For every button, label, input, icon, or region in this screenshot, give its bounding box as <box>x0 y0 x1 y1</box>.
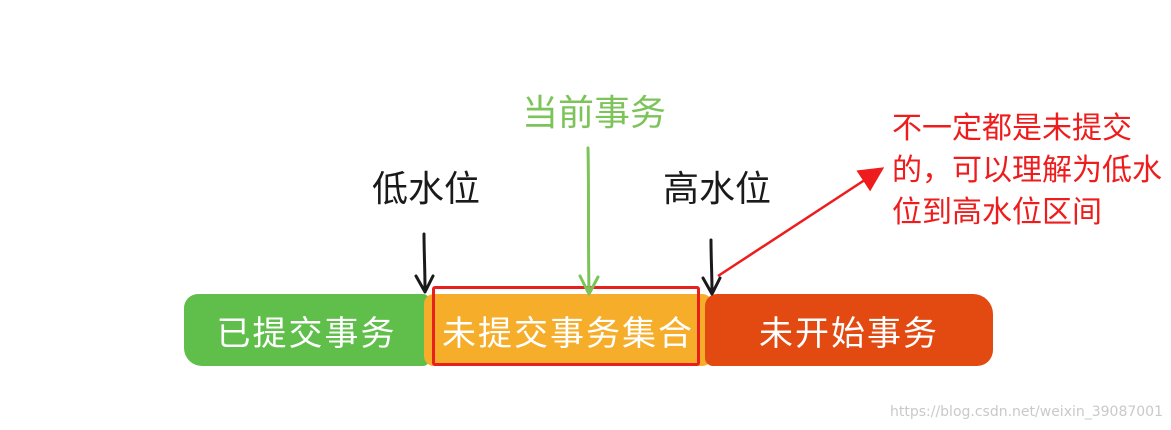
uncommitted-highlight-box <box>432 286 700 366</box>
high-water-arrowhead-icon <box>701 276 722 296</box>
not-started-transactions-label: 未开始事务 <box>759 313 939 354</box>
low-water-arrowhead-icon <box>414 274 435 294</box>
current-transaction-label: 当前事务 <box>522 93 667 134</box>
high-water-arrow-icon <box>709 238 714 294</box>
uncommitted-transactions-label: 未提交事务集合 <box>442 313 694 354</box>
current-transaction-arrow-icon <box>586 146 591 294</box>
low-water-mark-label: 低水位 <box>372 169 481 210</box>
high-water-mark-label: 高水位 <box>663 169 772 210</box>
uncommitted-transactions-segment: 未提交事务集合 <box>424 294 712 366</box>
annotation-note: 不一定都是未提交的，可以理解为低水位到高水位区间 <box>892 111 1162 230</box>
watermark-text: https://blog.csdn.net/weixin_39087001 <box>889 404 1163 420</box>
committed-transactions-segment: 已提交事务 <box>184 294 429 366</box>
committed-transactions-label: 已提交事务 <box>216 313 397 354</box>
low-water-arrow-icon <box>422 232 427 292</box>
not-started-transactions-segment: 未开始事务 <box>705 294 993 366</box>
